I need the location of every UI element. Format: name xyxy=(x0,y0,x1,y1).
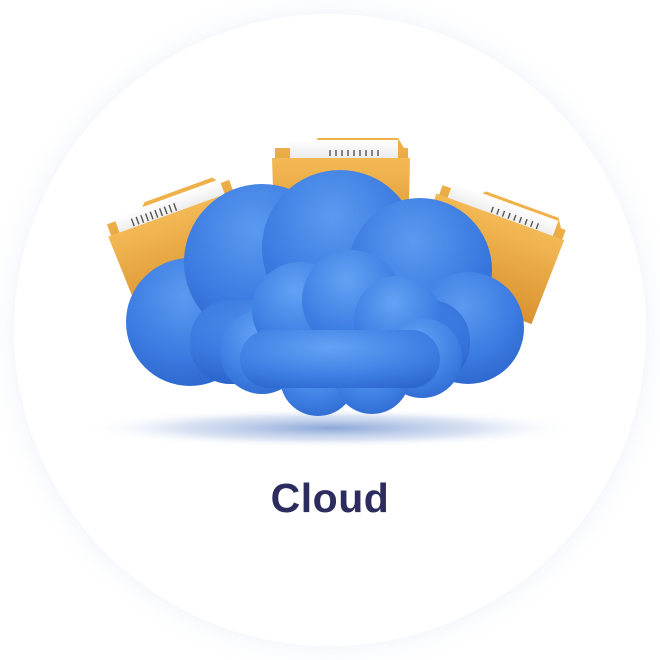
caption-title: Cloud xyxy=(270,475,390,521)
front-cloud-shape xyxy=(220,250,462,416)
cloud-shadow xyxy=(80,408,580,448)
